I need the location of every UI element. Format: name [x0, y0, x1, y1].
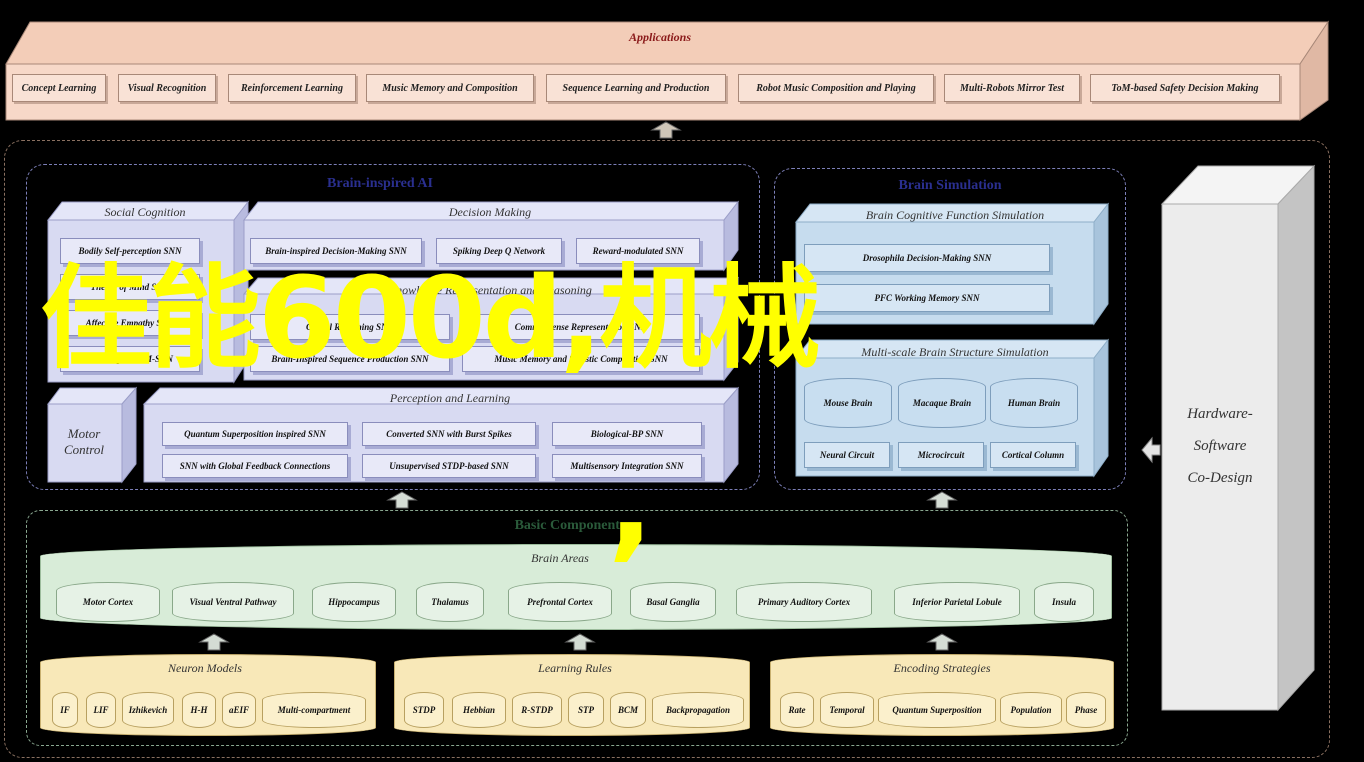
brain-area: Hippocampus — [312, 582, 396, 622]
brain-inspired-ai-title: Brain-inspired AI — [327, 176, 433, 191]
snn-item: Multisensory Integration SNN — [552, 454, 702, 478]
up-arrow-icon — [386, 491, 418, 509]
learning-rule: Backpropagation — [652, 692, 744, 728]
brain-cylinder: Human Brain — [990, 378, 1078, 428]
snn-item: Music Memory and Stylistic Composition S… — [462, 346, 700, 372]
snn-item: Brain-Inspired Sequence Production SNN — [250, 346, 450, 372]
brain-areas-title: Brain Areas — [531, 550, 589, 565]
neuron-model: IF — [52, 692, 78, 728]
snn-item: Bodily Self-perception SNN — [60, 238, 200, 264]
neuron-model: Izhikevich — [122, 692, 174, 728]
app-item: Reinforcement Learning — [228, 74, 356, 102]
encoding-strategy: Rate — [780, 692, 814, 728]
snn-item: Biological-BP SNN — [552, 422, 702, 446]
learning-rule: Hebbian — [452, 692, 506, 728]
left-arrow-icon — [1141, 436, 1161, 464]
encoding-strategy: Temporal — [820, 692, 874, 728]
hardware-line: Hardware- — [1187, 406, 1253, 422]
simulation-item: Drosophila Decision-Making SNN — [804, 244, 1050, 272]
applications-title: Applications — [628, 29, 691, 44]
encoding-strategy: Quantum Superposition — [878, 692, 996, 728]
encoding-strategies-title: Encoding Strategies — [893, 660, 991, 675]
overlay-text: 佳能600d,机械 — [40, 254, 821, 384]
learning-rule: STP — [568, 692, 604, 728]
up-arrow-icon — [198, 633, 230, 651]
basic-components-panel — [26, 510, 1128, 746]
software-line: Software — [1193, 438, 1247, 454]
snn-item: Brain-inspired Decision-Making SNN — [250, 238, 422, 264]
simulation-item: PFC Working Memory SNN — [804, 284, 1050, 312]
multiscale-simulation-title: Multi-scale Brain Structure Simulation — [861, 344, 1049, 359]
hardware-codesign-label: Hardware- Software Co-Design — [1162, 398, 1278, 494]
learning-rules-title: Learning Rules — [538, 660, 612, 675]
snn-item: Converted SNN with Burst Spikes — [362, 422, 536, 446]
neuron-model: Multi-compartment — [262, 692, 366, 728]
snn-item: SNN with Global Feedback Connections — [162, 454, 348, 478]
overlay-comma: , — [608, 435, 654, 574]
motor-control-block — [47, 386, 138, 484]
learning-rule: BCM — [610, 692, 646, 728]
neuron-model: H-H — [182, 692, 216, 728]
cognitive-simulation-title: Brain Cognitive Function Simulation — [865, 207, 1045, 222]
neuron-models-title: Neuron Models — [168, 660, 242, 675]
snn-item: Commonsense Representation SNN — [462, 314, 700, 340]
encoding-strategy: Population — [1000, 692, 1062, 728]
motor-control-title: Motor Control — [64, 426, 104, 457]
app-item: Sequence Learning and Production — [546, 74, 726, 102]
snn-item: Unsupervised STDP-based SNN — [362, 454, 536, 478]
up-arrow-icon — [564, 633, 596, 651]
applications-panel: Applications Concept Learning Visual Rec… — [0, 0, 1364, 130]
app-item: Music Memory and Composition — [366, 74, 534, 102]
app-item: Concept Learning — [12, 74, 106, 102]
up-arrow-icon — [650, 121, 682, 139]
neuron-model: LIF — [86, 692, 116, 728]
brain-area: Thalamus — [416, 582, 484, 622]
up-arrow-icon — [926, 633, 958, 651]
brain-area: Inferior Parietal Lobule — [894, 582, 1020, 622]
encoding-strategy: Phase — [1066, 692, 1106, 728]
up-arrow-icon — [926, 491, 958, 509]
brain-area: Primary Auditory Cortex — [736, 582, 872, 622]
basic-components-title: Basic Components — [514, 518, 626, 533]
brain-inspired-ai-panel — [26, 164, 760, 490]
framework-container — [4, 140, 1330, 758]
knowledge-title: Knowledge Representation and Reasoning — [388, 282, 592, 297]
brain-simulation-title: Brain Simulation — [898, 178, 1002, 193]
snn-item: Multi-Agent ToM-SNN — [60, 346, 200, 372]
brain-simulation-panel — [774, 168, 1126, 490]
brain-area: Motor Cortex — [56, 582, 160, 622]
snn-item: Reward-modulated SNN — [576, 238, 700, 264]
applications-top-face — [5, 20, 1329, 121]
snn-item: Quantum Superposition inspired SNN — [162, 422, 348, 446]
brain-area: Visual Ventral Pathway — [172, 582, 294, 622]
brain-cylinder: Mouse Brain — [804, 378, 892, 428]
neuron-model: aEIF — [222, 692, 256, 728]
snn-item: Affective Empathy SNN — [60, 310, 200, 336]
snn-item: Theory of Mind SNN — [60, 274, 200, 300]
learning-rule: STDP — [404, 692, 444, 728]
snn-item: Causal Reasoning SNN — [250, 314, 450, 340]
app-item: ToM-based Safety Decision Making — [1090, 74, 1280, 102]
app-item: Visual Recognition — [118, 74, 216, 102]
brain-area: Basal Ganglia — [630, 582, 716, 622]
social-cognition-title: Social Cognition — [104, 204, 186, 219]
app-item: Robot Music Composition and Playing — [738, 74, 934, 102]
learning-rule: R-STDP — [512, 692, 562, 728]
hardware-codesign-block — [1160, 164, 1316, 712]
simulation-level: Neural Circuit — [804, 442, 890, 468]
simulation-level: Microcircuit — [898, 442, 984, 468]
decision-making-title: Decision Making — [448, 204, 532, 219]
brain-area: Prefrontal Cortex — [508, 582, 612, 622]
app-item: Multi-Robots Mirror Test — [944, 74, 1080, 102]
brain-cylinder: Macaque Brain — [898, 378, 986, 428]
brain-area: Insula — [1034, 582, 1094, 622]
perception-learning-title: Perception and Learning — [389, 390, 511, 405]
codesign-line: Co-Design — [1187, 470, 1253, 486]
snn-item: Spiking Deep Q Network — [436, 238, 562, 264]
simulation-level: Cortical Column — [990, 442, 1076, 468]
